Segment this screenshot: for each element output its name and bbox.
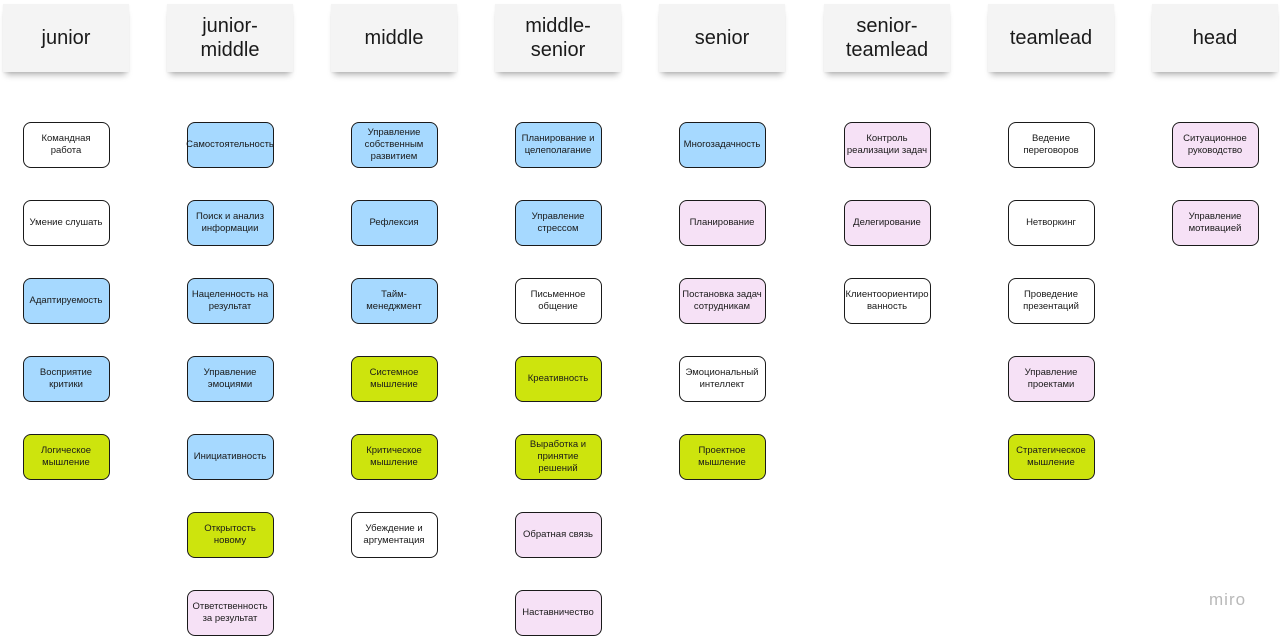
skill-card[interactable]: Письменное общение bbox=[514, 278, 602, 324]
column-header[interactable]: junior bbox=[3, 4, 129, 72]
skill-card[interactable]: Ситуационное руководство bbox=[1171, 122, 1259, 168]
skill-card[interactable]: Креативность bbox=[514, 356, 602, 402]
column-header[interactable]: junior-middle bbox=[167, 4, 293, 72]
column-header[interactable]: head bbox=[1152, 4, 1278, 72]
skill-card[interactable]: Постановка задач сотрудникам bbox=[678, 278, 766, 324]
skill-card[interactable]: Открытость новому bbox=[186, 512, 274, 558]
skill-card[interactable]: Эмоциональный интеллект bbox=[678, 356, 766, 402]
skill-card[interactable]: Планирование bbox=[678, 200, 766, 246]
skill-card[interactable]: Планирование и целеполагание bbox=[514, 122, 602, 168]
skill-card[interactable]: Управление собственным развитием bbox=[350, 122, 438, 168]
skill-card[interactable]: Тайм-менеджмент bbox=[350, 278, 438, 324]
skill-card[interactable]: Адаптируемость bbox=[22, 278, 110, 324]
skill-card[interactable]: Делегирование bbox=[843, 200, 931, 246]
skill-card[interactable]: Нетворкинг bbox=[1007, 200, 1095, 246]
skill-card[interactable]: Контроль реализации задач bbox=[843, 122, 931, 168]
skill-card[interactable]: Самостоятельность bbox=[186, 122, 274, 168]
miro-logo: miro bbox=[1209, 590, 1247, 609]
skill-card[interactable]: Управление стрессом bbox=[514, 200, 602, 246]
skill-card[interactable]: Выработка и принятие решений bbox=[514, 434, 602, 480]
skill-card[interactable]: Поиск и анализ информации bbox=[186, 200, 274, 246]
skill-card[interactable]: Инициативность bbox=[186, 434, 274, 480]
column-header[interactable]: senior bbox=[659, 4, 785, 72]
skill-card[interactable]: Логическое мышление bbox=[22, 434, 110, 480]
skill-card[interactable]: Обратная связь bbox=[514, 512, 602, 558]
skill-card[interactable]: Умение слушать bbox=[22, 200, 110, 246]
skill-card[interactable]: Управление мотивацией bbox=[1171, 200, 1259, 246]
skill-card[interactable]: Убеждение и аргументация bbox=[350, 512, 438, 558]
skill-card[interactable]: Многозадачность bbox=[678, 122, 766, 168]
column-header[interactable]: teamlead bbox=[988, 4, 1114, 72]
skill-card[interactable]: Командная работа bbox=[22, 122, 110, 168]
skill-card[interactable]: Системное мышление bbox=[350, 356, 438, 402]
skill-card[interactable]: Проектное мышление bbox=[678, 434, 766, 480]
skill-card[interactable]: Ведение переговоров bbox=[1007, 122, 1095, 168]
skill-card[interactable]: Управление проектами bbox=[1007, 356, 1095, 402]
skill-card[interactable]: Восприятие критики bbox=[22, 356, 110, 402]
skill-card[interactable]: Клиентоориентиро ванность bbox=[843, 278, 931, 324]
skill-card[interactable]: Рефлексия bbox=[350, 200, 438, 246]
column-header[interactable]: middle bbox=[331, 4, 457, 72]
skill-card[interactable]: Критическое мышление bbox=[350, 434, 438, 480]
column-header[interactable]: middle-senior bbox=[495, 4, 621, 72]
skill-card[interactable]: Проведение презентаций bbox=[1007, 278, 1095, 324]
skill-card[interactable]: Стратегическое мышление bbox=[1007, 434, 1095, 480]
skill-card[interactable]: Управление эмоциями bbox=[186, 356, 274, 402]
skill-card[interactable]: Наставничество bbox=[514, 590, 602, 636]
column-header[interactable]: senior-teamlead bbox=[824, 4, 950, 72]
skill-card[interactable]: Нацеленность на результат bbox=[186, 278, 274, 324]
skill-card[interactable]: Ответственность за результат bbox=[186, 590, 274, 636]
